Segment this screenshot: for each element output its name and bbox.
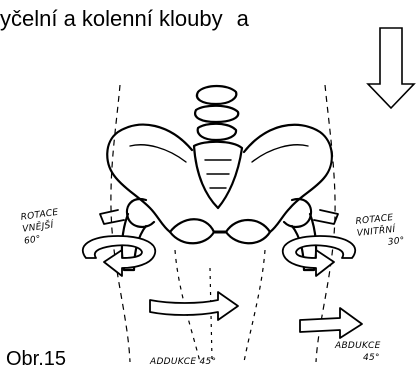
external-rotation-label: ROTACE VNĚJŠÍ 60° <box>20 207 63 248</box>
internal-rotation-arrow-icon <box>283 236 355 276</box>
down-arrow-icon <box>368 28 414 108</box>
abduction-degrees: 45° <box>363 352 381 364</box>
figure-caption: Obr.15 <box>6 348 66 371</box>
abduction-arrow-icon <box>300 308 362 338</box>
abduction-line1: ABDUKCE <box>335 340 381 352</box>
adduction-arrow-icon <box>150 292 238 320</box>
abduction-label: ABDUKCE 45° <box>335 340 381 364</box>
external-rotation-arrow-icon <box>83 236 155 276</box>
adduction-label: ADDUKCE 45° <box>150 356 216 368</box>
adduction-text: ADDUKCE 45° <box>150 357 216 367</box>
internal-rotation-degrees: 30° <box>387 235 405 249</box>
internal-rotation-label: ROTACE VNITŘNÍ 30° <box>355 211 405 252</box>
